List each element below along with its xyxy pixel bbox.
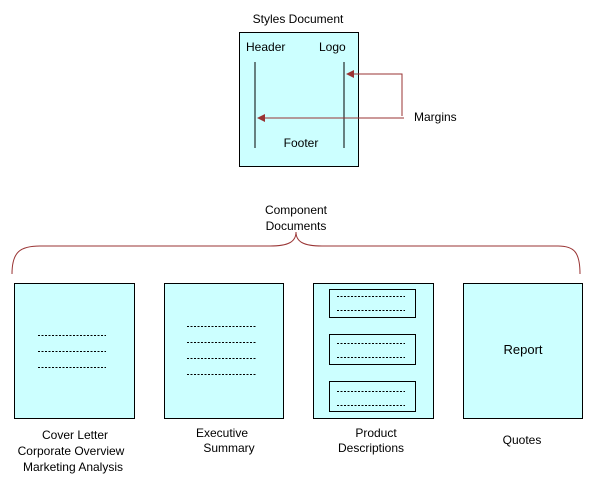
product-descriptions-caption-line2: Descriptions	[337, 441, 405, 455]
report-label: Report	[503, 342, 543, 357]
executive-summary-caption-line1: Executive	[195, 426, 249, 440]
product-descriptions-caption-line1: Product	[355, 426, 397, 440]
margin-arrow-right	[346, 70, 403, 116]
quotes-box	[463, 283, 583, 419]
component-brace	[11, 231, 581, 275]
product-block-1	[329, 289, 416, 318]
executive-summary-box	[164, 283, 284, 419]
logo-label: Logo	[319, 40, 346, 54]
executive-summary-text-lines	[187, 326, 256, 375]
executive-summary-caption-line2: Summary	[203, 441, 255, 455]
cover-letter-caption-line1: Cover Letter	[41, 428, 109, 442]
component-documents-title-line1: Component	[264, 203, 328, 217]
margins-label: Margins	[414, 110, 457, 124]
cover-letter-caption-line2: Corporate Overview	[17, 444, 125, 458]
product-block-3	[329, 381, 416, 412]
header-label: Header	[246, 40, 286, 54]
quotes-caption: Quotes	[502, 433, 542, 447]
product-block-2	[329, 334, 416, 365]
cover-letter-text-lines	[38, 335, 106, 368]
product-text-lines	[337, 296, 405, 406]
styles-document-title: Styles Document	[252, 12, 344, 26]
footer-label: Footer	[283, 136, 319, 150]
cover-letter-caption-line3: Marketing Analysis	[22, 460, 124, 474]
styles-document-box	[239, 32, 359, 167]
component-documents-title-line2: Documents	[265, 219, 327, 233]
